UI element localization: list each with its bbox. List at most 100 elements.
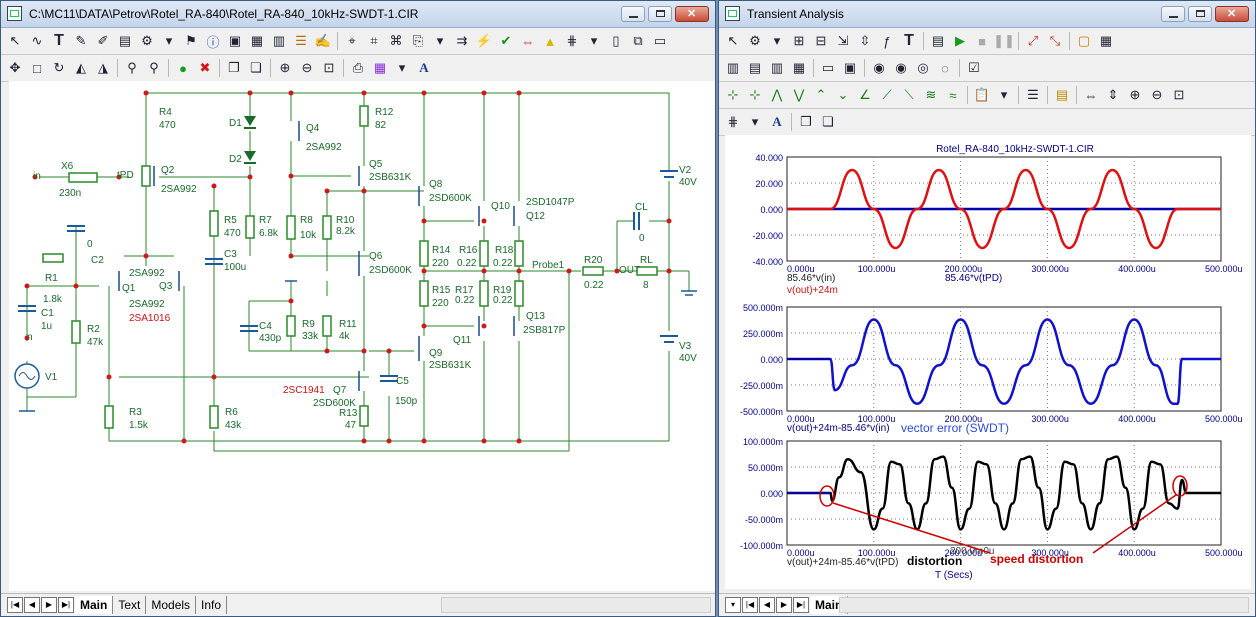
next-tab-icon[interactable]: ▶	[41, 597, 57, 613]
last-tab-icon[interactable]: ▶|	[58, 597, 74, 613]
paste-icon[interactable]: ❏	[250, 60, 262, 75]
tab-navigator[interactable]: |◀ ◀ ▶ ▶|	[7, 597, 75, 613]
scope-icon[interactable]: ⚙	[749, 33, 761, 48]
tool-e-icon[interactable]: ⇉	[456, 33, 468, 48]
prev-tab-icon[interactable]: ◀	[24, 597, 40, 613]
fit-y-icon[interactable]: ⇕	[1107, 87, 1119, 102]
pause-icon[interactable]: ❚❚	[993, 33, 1015, 48]
tab-models[interactable]: Models	[146, 596, 197, 614]
page-icon[interactable]: ▯	[612, 33, 620, 48]
table-icon[interactable]: ☰	[295, 33, 307, 48]
valley-icon[interactable]: ⋁	[793, 87, 805, 102]
dropdown-arrow-icon[interactable]: ▾	[398, 60, 406, 75]
tool-d-icon[interactable]: ⎘	[412, 33, 424, 48]
dropdown-arrow-icon[interactable]: ▾	[725, 597, 741, 613]
doc-icon[interactable]: ▥	[272, 33, 286, 48]
window-icon[interactable]: ▢	[1077, 33, 1091, 48]
high-icon[interactable]: ⌃	[815, 87, 827, 102]
bottom-icon[interactable]: ≈	[949, 87, 957, 103]
tab-info[interactable]: Info	[196, 596, 228, 614]
checklist-icon[interactable]: ☑	[968, 60, 980, 75]
copy-icon[interactable]: ❐	[228, 60, 240, 75]
analysis-titlebar[interactable]: Transient Analysis	[719, 1, 1255, 28]
go-icon[interactable]: ●	[179, 60, 187, 76]
panel-c-icon[interactable]: ▥	[770, 60, 784, 75]
tool-c-icon[interactable]: ⌘	[389, 33, 403, 48]
maximize-button[interactable]	[648, 6, 672, 22]
cursor-a-icon[interactable]: ⊹	[727, 87, 739, 102]
clipboard-icon[interactable]: 📋	[973, 87, 991, 102]
list-icon[interactable]: ☰	[1027, 87, 1039, 102]
probe-c-icon[interactable]: ◎	[917, 60, 929, 75]
zoom-fit-icon[interactable]: ⊡	[323, 60, 335, 75]
cursor-b-icon[interactable]: ⊹	[749, 87, 761, 102]
dropdown-arrow-icon[interactable]: ▾	[590, 33, 598, 48]
brush-icon[interactable]: ✐	[97, 33, 109, 48]
next-tab-icon[interactable]: ▶	[776, 597, 792, 613]
find-icon[interactable]: ⚲	[127, 60, 137, 75]
wire-icon[interactable]: ∿	[31, 33, 43, 48]
rotate-icon[interactable]: ↻	[53, 60, 65, 75]
check-icon[interactable]: ✔	[500, 33, 512, 48]
inflect-icon[interactable]: ∠	[859, 87, 871, 102]
schematic-canvas[interactable]: R4 470 D1 D2 Q4 2SA992 R12 82 Q2 2SA992 …	[9, 81, 715, 591]
first-tab-icon[interactable]: |◀	[7, 597, 23, 613]
stop-icon[interactable]: ✖	[199, 60, 211, 75]
panel-f-icon[interactable]: ▣	[843, 60, 857, 75]
info-icon[interactable]: ⓘ	[206, 34, 220, 50]
grid-icon[interactable]: ▦	[1099, 33, 1113, 48]
low-icon[interactable]: ⌄	[837, 87, 849, 102]
dropdown-arrow-icon[interactable]: ▾	[773, 33, 781, 48]
fit-x-icon[interactable]: ⇔	[1084, 87, 1098, 103]
panel-e-icon[interactable]: ▭	[821, 60, 835, 75]
print-icon[interactable]: ⎙	[352, 60, 364, 75]
dropdown-arrow-icon[interactable]: ▾	[1000, 87, 1008, 102]
flag-icon[interactable]: ⚑	[185, 33, 197, 48]
prev-tab-icon[interactable]: ◀	[759, 597, 775, 613]
paste-icon[interactable]: ❏	[822, 114, 834, 129]
copy-page-icon[interactable]: ⧉	[633, 33, 643, 48]
first-tab-icon[interactable]: |◀	[742, 597, 758, 613]
analysis-minimize-button[interactable]	[1161, 6, 1185, 22]
tab-text[interactable]: Text	[113, 596, 147, 614]
copy-icon[interactable]: ❐	[800, 114, 812, 129]
data-icon[interactable]: ▤	[1055, 87, 1069, 102]
grid-dots-icon[interactable]: ⋕	[566, 33, 578, 48]
tool-a-icon[interactable]: ⌖	[348, 33, 356, 48]
font-icon[interactable]: A	[772, 114, 782, 129]
box-icon[interactable]: □	[33, 60, 41, 76]
zoom-out-icon[interactable]: ⊖	[301, 60, 313, 75]
close-button[interactable]	[675, 6, 709, 22]
paste-page-icon[interactable]: ▭	[653, 33, 667, 48]
font-icon[interactable]: A	[419, 60, 429, 75]
slope-icon[interactable]: ⤡	[1049, 33, 1061, 48]
run-icon[interactable]: ▶	[955, 33, 965, 48]
properties-icon[interactable]: ▤	[931, 33, 945, 48]
global-low-icon[interactable]: ⟍	[904, 87, 914, 102]
analysis-maximize-button[interactable]	[1188, 6, 1212, 22]
tool-f-icon[interactable]: ⚡	[475, 33, 493, 48]
zoom-out-icon[interactable]: ⊖	[1151, 87, 1163, 102]
panel-d-icon[interactable]: ▦	[792, 60, 806, 75]
help-icon[interactable]: ▣	[228, 33, 242, 48]
panel-a-icon[interactable]: ▥	[726, 60, 740, 75]
tangent-icon[interactable]: ⤢	[1027, 33, 1039, 48]
select-icon[interactable]: ↖	[9, 33, 21, 48]
probe-d-icon[interactable]: ◌	[941, 60, 949, 76]
tool-b-icon[interactable]: ⌗	[370, 33, 378, 48]
panel-b-icon[interactable]: ▤	[748, 60, 762, 75]
mirror-v-icon[interactable]: ◮	[98, 60, 108, 75]
minimize-button[interactable]	[621, 6, 645, 22]
last-tab-icon[interactable]: ▶|	[793, 597, 809, 613]
warning-icon[interactable]: ▲	[543, 33, 557, 49]
color-icon[interactable]: ▦	[373, 60, 387, 75]
zoom-box-icon[interactable]: ⊞	[793, 33, 805, 48]
find-next-icon[interactable]: ⚲	[149, 60, 159, 75]
dropdown-arrow-icon[interactable]: ▾	[165, 33, 173, 48]
peak-icon[interactable]: ⋀	[771, 87, 783, 102]
grid-icon[interactable]: ▦	[250, 33, 264, 48]
move-icon[interactable]: ✥	[9, 60, 21, 75]
text-tool-icon[interactable]: T	[904, 32, 914, 49]
tab-main[interactable]: Main	[75, 596, 114, 614]
